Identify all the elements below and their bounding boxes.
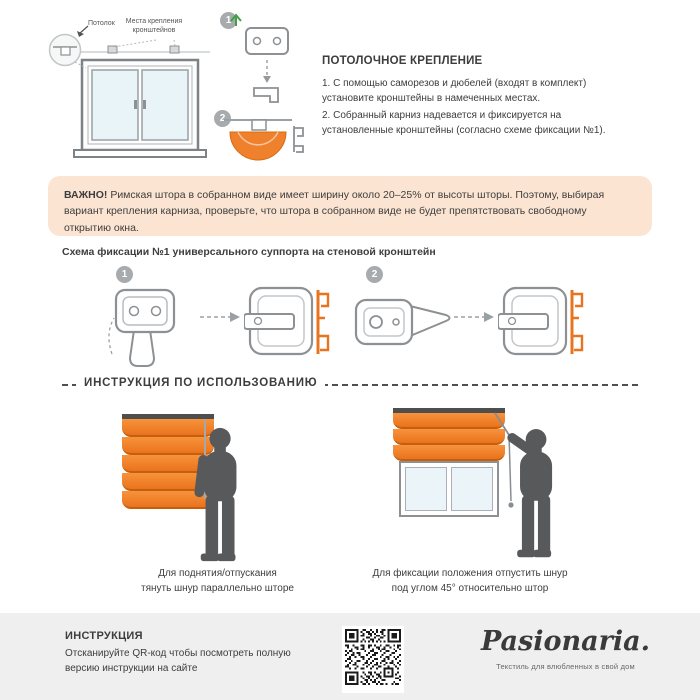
important-label: ВАЖНО! bbox=[64, 189, 108, 201]
important-notice-box: ВАЖНО! Римская штора в собранном виде им… bbox=[48, 176, 652, 236]
bracket-top-view-illustration bbox=[354, 298, 451, 346]
window-illustration: Потолок Места крепления кронштейнов bbox=[48, 18, 223, 175]
footer-heading: ИНСТРУКЦИЯ bbox=[65, 630, 143, 642]
mount-points-label: Места крепления кронштейнов bbox=[125, 18, 183, 34]
important-text: Римская штора в собранном виде имеет шир… bbox=[64, 189, 605, 234]
usage-left-caption: Для поднятия/отпускания тянуть шнур пара… bbox=[141, 568, 294, 594]
bracket-step2-illustration bbox=[224, 119, 304, 161]
ceiling-mount-section: ПОТОЛОЧНОЕ КРЕПЛЕНИЕ 1. С помощью саморе… bbox=[322, 55, 632, 140]
window-under-blind bbox=[399, 461, 499, 517]
footer-text: Отсканируйте QR-код чтобы посмотреть пол… bbox=[65, 648, 291, 674]
person-silhouette bbox=[194, 427, 237, 562]
step-1-badge: 1 bbox=[220, 12, 237, 29]
cornice-bar bbox=[393, 408, 505, 413]
support-front-illustration bbox=[108, 288, 176, 367]
brand-tagline: Текстиль для влюбленных в свой дом bbox=[496, 662, 635, 671]
roman-blind-lowered-illustration bbox=[122, 414, 214, 509]
brand-logo: Pasionaria. bbox=[480, 626, 651, 657]
dashed-arrow-icon bbox=[200, 312, 240, 322]
support-mounted-illustration bbox=[244, 286, 330, 356]
dashed-arrow-icon bbox=[454, 312, 494, 322]
ceiling-mount-step2-text: 2. Собранный карниз надевается и фиксиру… bbox=[322, 110, 606, 136]
ceiling-label: Потолок bbox=[88, 20, 115, 27]
scheme-2-badge: 2 bbox=[366, 266, 383, 283]
ceiling-mount-step1-text: 1. С помощью саморезов и дюбелей (входят… bbox=[322, 78, 587, 104]
qr-code bbox=[342, 626, 404, 693]
usage-right-caption: Для фиксации положения отпустить шнур по… bbox=[372, 568, 568, 594]
roman-blind-raised-illustration bbox=[393, 408, 505, 461]
footer: ИНСТРУКЦИЯ Отсканируйте QR-код чтобы пос… bbox=[0, 613, 700, 700]
scheme-1-badge: 1 bbox=[116, 266, 133, 283]
bracket-step1-illustration bbox=[230, 13, 289, 103]
fixation-scheme-heading: Схема фиксации №1 универсального суппорт… bbox=[62, 246, 436, 258]
usage-section-divider bbox=[62, 384, 638, 386]
cornice-bar bbox=[122, 414, 214, 419]
window-drawing-icon bbox=[48, 25, 210, 158]
step-2-badge: 2 bbox=[214, 110, 231, 127]
usage-section-title: ИНСТРУКЦИЯ ПО ИСПОЛЬЗОВАНИЮ bbox=[76, 377, 326, 389]
ceiling-mount-heading: ПОТОЛОЧНОЕ КРЕПЛЕНИЕ bbox=[322, 55, 483, 67]
person-silhouette-pulling bbox=[507, 429, 553, 558]
brand-block: Pasionaria. Текстиль для влюбленных в св… bbox=[478, 628, 653, 671]
footer-instruction-block: ИНСТРУКЦИЯ Отсканируйте QR-код чтобы пос… bbox=[65, 630, 315, 676]
support-mounted-illustration bbox=[498, 286, 584, 356]
pull-cord-angled bbox=[494, 412, 514, 508]
